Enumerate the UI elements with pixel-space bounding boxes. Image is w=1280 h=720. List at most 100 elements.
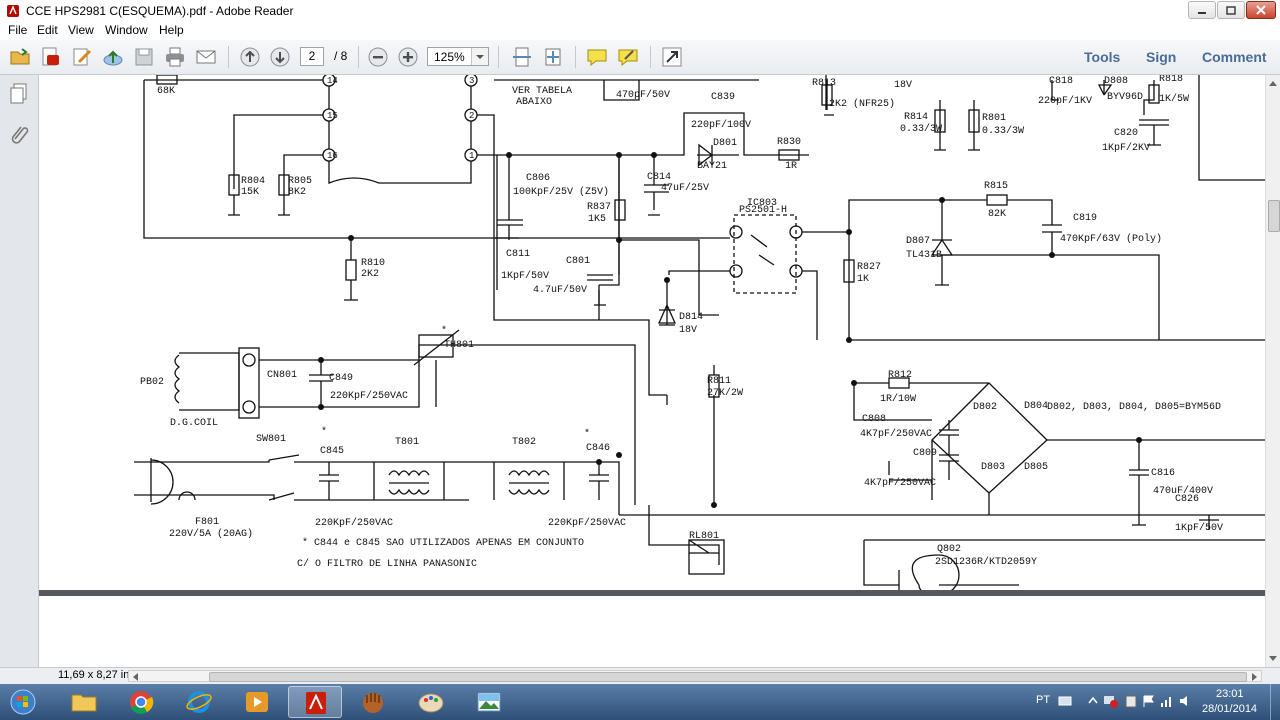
schematic-label: D.G.COIL xyxy=(170,418,218,429)
taskbar-baseball-app[interactable] xyxy=(346,686,400,718)
horizontal-scroll-thumb[interactable] xyxy=(209,672,1247,682)
schematic-label: 220KpF/250VAC xyxy=(548,517,626,529)
show-desktop-button[interactable] xyxy=(1270,684,1280,720)
minimize-button[interactable] xyxy=(1188,1,1216,19)
schematic-label: C806 xyxy=(526,173,550,184)
scroll-up-arrow-icon[interactable] xyxy=(1268,77,1278,87)
schematic-label: * xyxy=(584,428,590,440)
schematic-label: BYV96D xyxy=(1107,92,1143,103)
schematic-label: F801 xyxy=(195,517,219,528)
open-button[interactable] xyxy=(8,45,32,69)
schematic-label: 1R xyxy=(785,161,797,172)
schematic-label: D808 xyxy=(1104,76,1128,87)
schematic-label: R818 xyxy=(1159,75,1183,85)
vertical-scrollbar[interactable] xyxy=(1265,75,1280,667)
flag-icon[interactable] xyxy=(1142,694,1156,708)
horizontal-scrollbar[interactable] xyxy=(128,670,1262,682)
schematic-label: 1 xyxy=(469,151,474,161)
envelope-icon xyxy=(196,50,216,64)
schematic-label: D814 xyxy=(679,312,703,323)
print-button[interactable] xyxy=(163,45,187,69)
taskbar-chrome[interactable] xyxy=(114,686,168,718)
toolbar-separator xyxy=(498,46,499,68)
attachment-icon[interactable] xyxy=(9,123,29,145)
previous-page-button[interactable] xyxy=(238,45,262,69)
fit-width-button[interactable] xyxy=(541,45,565,69)
menu-view[interactable]: View xyxy=(68,23,94,37)
menu-file[interactable]: File xyxy=(8,23,28,37)
show-hidden-icons-icon[interactable] xyxy=(1088,695,1098,707)
print-icon xyxy=(166,47,184,67)
pages-icon[interactable] xyxy=(9,83,29,105)
network-error-icon[interactable] xyxy=(1102,694,1118,708)
zoom-in-button[interactable] xyxy=(396,45,420,69)
signal-icon[interactable] xyxy=(1160,694,1174,708)
schematic-label: 100KpF/25V (Z5V) xyxy=(513,186,609,198)
scroll-thumb[interactable] xyxy=(1268,200,1280,232)
windows-logo-icon xyxy=(10,689,36,715)
close-icon xyxy=(1256,5,1266,15)
schematic-label: 220pF/100V xyxy=(691,119,751,131)
fit-width-icon xyxy=(545,48,561,66)
fit-page-button[interactable] xyxy=(510,45,534,69)
chevron-down-icon[interactable] xyxy=(471,48,488,65)
taskbar-paint[interactable] xyxy=(404,686,458,718)
schematic-label: C/ O FILTRO DE LINHA PANASONIC xyxy=(297,558,477,570)
taskbar-explorer[interactable] xyxy=(57,686,111,718)
taskbar-media-player[interactable] xyxy=(230,686,284,718)
save-icon xyxy=(135,48,153,66)
schematic-label: VER TABELA xyxy=(512,86,572,97)
close-button[interactable] xyxy=(1246,1,1276,19)
schematic-label: * xyxy=(321,426,327,438)
schematic-label: C845 xyxy=(320,446,344,457)
menu-edit[interactable]: Edit xyxy=(37,23,58,37)
schematic-label: 220KpF/250VAC xyxy=(315,517,393,529)
scroll-down-arrow-icon[interactable] xyxy=(1268,653,1278,663)
clock-time[interactable]: 23:01 xyxy=(1216,688,1244,700)
schematic-label: 2 xyxy=(469,111,474,121)
highlight-button[interactable] xyxy=(616,45,640,69)
adobe-reader-icon xyxy=(7,5,19,17)
taskbar-internet-explorer[interactable] xyxy=(172,686,226,718)
email-button[interactable] xyxy=(194,45,218,69)
toolbar-separator xyxy=(650,46,651,68)
tools-link[interactable]: Tools xyxy=(1084,49,1121,65)
expand-button[interactable] xyxy=(660,45,684,69)
security-icon[interactable] xyxy=(1124,694,1138,708)
volume-icon[interactable] xyxy=(1178,694,1192,708)
next-page-button[interactable] xyxy=(268,45,292,69)
schematic-label: 4K7pF/250VAC xyxy=(860,428,932,440)
menu-window[interactable]: Window xyxy=(105,23,148,37)
taskbar-photo-viewer[interactable] xyxy=(462,686,516,718)
schematic-label: 1KpF/2KV xyxy=(1102,142,1150,154)
taskbar-adobe-reader[interactable] xyxy=(288,686,342,718)
scroll-left-arrow-icon[interactable] xyxy=(130,671,140,685)
photo-icon xyxy=(477,692,501,712)
pencil-doc-icon xyxy=(73,48,92,66)
save-button[interactable] xyxy=(132,45,156,69)
schematic-label: C814 xyxy=(647,172,671,183)
start-button[interactable] xyxy=(0,686,46,718)
create-pdf-button[interactable] xyxy=(38,45,62,69)
schematic-label: C818 xyxy=(1049,76,1073,87)
language-indicator[interactable]: PT xyxy=(1036,694,1051,706)
edit-button[interactable] xyxy=(70,45,94,69)
restore-button[interactable] xyxy=(1217,1,1245,19)
sticky-note-button[interactable] xyxy=(585,45,609,69)
zoom-select[interactable]: 125% xyxy=(427,47,489,66)
schematic-label: ABAIXO xyxy=(516,97,552,108)
adobe-reader-icon xyxy=(306,692,326,714)
keyboard-icon[interactable] xyxy=(1058,695,1072,707)
comment-link[interactable]: Comment xyxy=(1202,49,1267,65)
scroll-right-arrow-icon[interactable] xyxy=(1250,671,1260,685)
schematic-label: 0.33/3W xyxy=(900,123,942,135)
clock-date[interactable]: 28/01/2014 xyxy=(1202,703,1258,715)
schematic-label: PB02 xyxy=(140,377,164,388)
zoom-out-button[interactable] xyxy=(366,45,390,69)
sign-link[interactable]: Sign xyxy=(1146,49,1177,65)
menu-help[interactable]: Help xyxy=(159,23,184,37)
upload-button[interactable] xyxy=(101,45,125,69)
page-number-input[interactable]: 2 xyxy=(300,47,324,66)
